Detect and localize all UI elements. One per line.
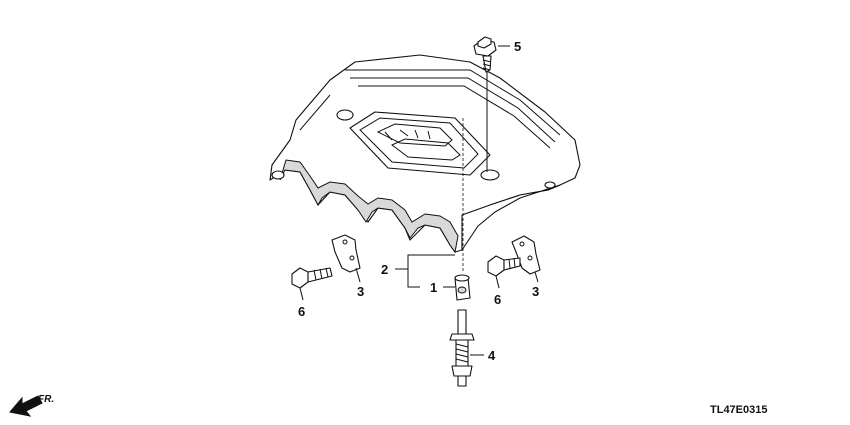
grommet-1 bbox=[454, 274, 471, 301]
callout-1: 1 bbox=[430, 280, 437, 295]
bracket-3-left bbox=[331, 234, 361, 273]
callout-3-right: 3 bbox=[532, 284, 539, 299]
vtec-logo-icon bbox=[376, 123, 461, 161]
diagram-code: TL47E0315 bbox=[710, 404, 767, 416]
callout-4: 4 bbox=[488, 348, 496, 363]
stud-bolt-4 bbox=[449, 309, 475, 387]
callout-2: 2 bbox=[381, 262, 388, 277]
front-direction-arrow-icon bbox=[9, 395, 43, 417]
bolt-5 bbox=[473, 36, 497, 172]
direction-label: FR. bbox=[38, 394, 54, 405]
bolt-6-left bbox=[291, 267, 333, 289]
callout-6-right: 6 bbox=[494, 292, 501, 307]
engine-cover bbox=[269, 54, 581, 254]
callout-6-left: 6 bbox=[298, 304, 305, 319]
bolt-6-right bbox=[487, 255, 521, 277]
callout-5: 5 bbox=[514, 39, 521, 54]
bracket-3-right bbox=[511, 235, 541, 275]
callout-3-left: 3 bbox=[357, 284, 364, 299]
